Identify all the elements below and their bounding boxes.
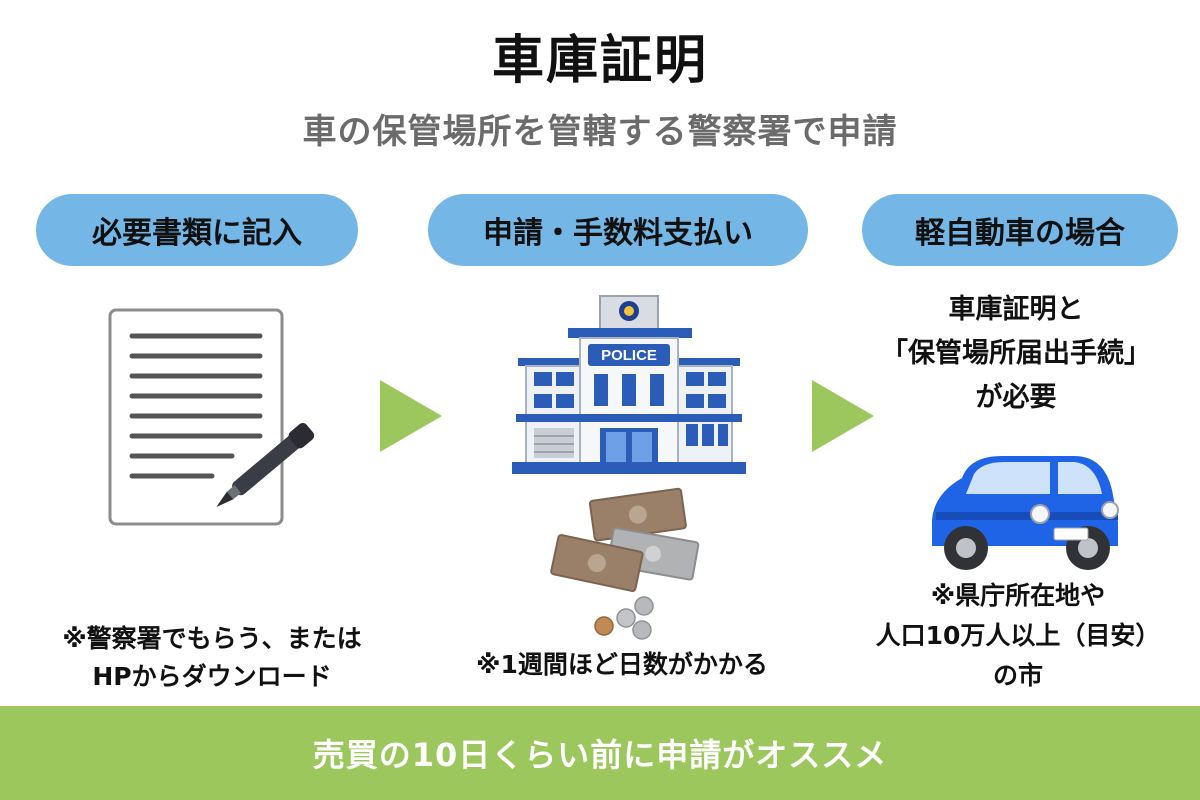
car-icon — [932, 456, 1119, 570]
kei-car-desc-line-2: 「保管場所届出手続」 — [881, 338, 1151, 369]
step-1-label: 必要書類に記入 — [36, 194, 358, 266]
document-pen-icon — [108, 308, 315, 526]
kei-car-desc-line-1: 車庫証明と — [948, 294, 1084, 325]
step-2-label: 申請・手数料支払い — [428, 194, 808, 266]
kei-car-desc-line-3: が必要 — [975, 382, 1057, 413]
step-3-note-line-2: 人口10万人以上（目安） — [875, 621, 1161, 650]
footer-text: 売買の10日くらい前に申請がオススメ — [312, 736, 888, 774]
page-subtitle: 車の保管場所を管轄する警察署で申請 — [302, 112, 898, 152]
page-title: 車庫証明 — [491, 31, 708, 91]
arrow-right-icon — [812, 380, 874, 452]
step-1-note-line-1: ※警察署でもらう、または — [62, 624, 362, 653]
step-3-note-line-1: ※県庁所在地や — [930, 581, 1106, 610]
step-1-note-line-2: HPからダウンロード — [92, 662, 332, 691]
police-sign: POLICE — [601, 347, 657, 364]
step-3-note-line-3: の市 — [992, 661, 1043, 690]
arrow-right-icon — [380, 380, 442, 452]
money-icon — [550, 487, 700, 640]
footer-banner: 売買の10日くらい前に申請がオススメ — [0, 706, 1200, 800]
step-2-note-line-1: ※1週間ほど日数がかかる — [476, 650, 768, 679]
police-station-icon: POLICE — [512, 295, 746, 474]
step-3-label: 軽自動車の場合 — [862, 194, 1178, 266]
